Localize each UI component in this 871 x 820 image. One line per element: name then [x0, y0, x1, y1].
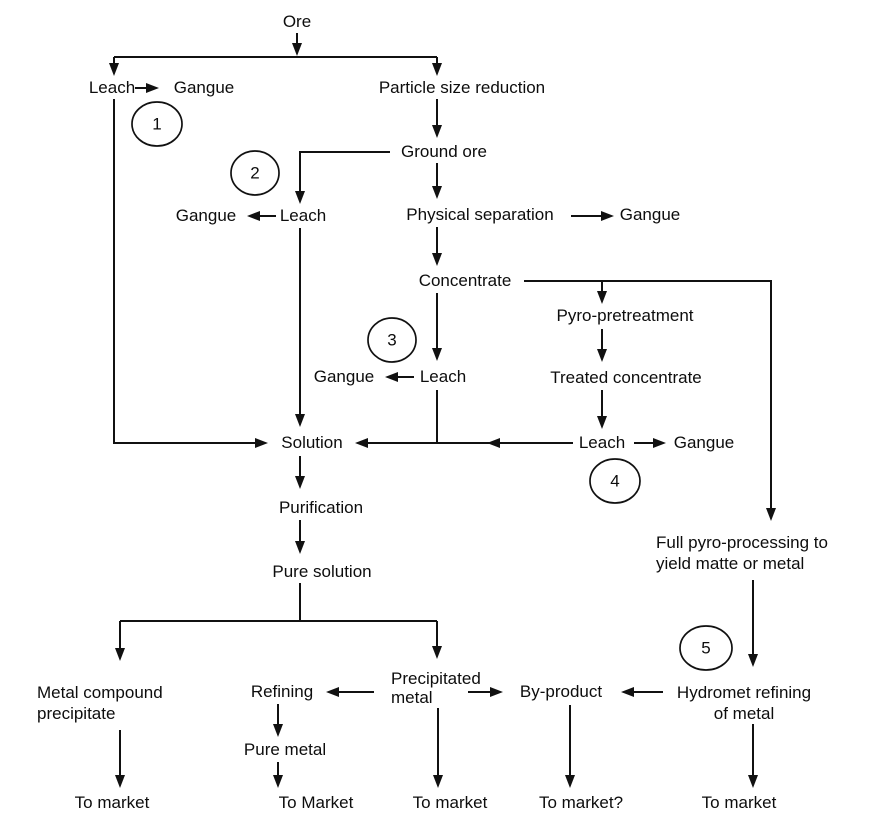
node-gangue-1: Gangue — [173, 78, 235, 97]
precipitated-line2: metal — [391, 688, 433, 707]
step-number-1: 1 — [152, 114, 162, 134]
node-gangue-2: Gangue — [175, 206, 237, 225]
node-leach-4: Leach — [578, 433, 626, 452]
hydromet-line1: Hydromet refining — [676, 683, 812, 702]
node-ground-ore: Ground ore — [401, 142, 487, 161]
precipitated-line1: Precipitated — [391, 669, 481, 688]
step-number-5: 5 — [701, 638, 711, 658]
line-puresolution-branch — [120, 583, 437, 622]
node-pure-solution: Pure solution — [272, 562, 372, 581]
full-pyro-line2: yield matte or metal — [656, 554, 805, 573]
node-to-market-3: To market — [412, 793, 488, 812]
arrow-groundore-leach2 — [295, 151, 390, 204]
arrow-concentrate-fullpyro — [524, 280, 776, 521]
node-pure-metal: Pure metal — [243, 740, 327, 759]
metal-compound-line2: precipitate — [37, 704, 116, 723]
step-number-2: 2 — [250, 163, 260, 183]
node-ore: Ore — [282, 12, 312, 31]
node-metal-compound-precipitate: Metal compound precipitate — [37, 682, 163, 724]
node-to-market-2: To Market — [278, 793, 354, 812]
full-pyro-line1: Full pyro-processing to — [656, 533, 828, 552]
node-to-market-5: To market — [701, 793, 777, 812]
step-number-4: 4 — [610, 471, 620, 491]
node-gangue-3: Gangue — [313, 367, 375, 386]
arrowhead-mid-solution — [487, 438, 500, 448]
node-physical-separation: Physical separation — [406, 205, 554, 224]
node-full-pyro-processing: Full pyro-processing to yield matte or m… — [656, 532, 828, 574]
arrow-leach1-solution — [113, 99, 268, 448]
step-circle-4 — [589, 458, 641, 504]
node-by-product: By-product — [519, 682, 603, 701]
node-refining: Refining — [250, 682, 314, 701]
node-gangue-4: Gangue — [673, 433, 735, 452]
node-to-market-1: To market — [74, 793, 150, 812]
node-treated-concentrate: Treated concentrate — [550, 368, 702, 387]
hydromet-line2: of metal — [713, 704, 775, 723]
node-gangue-physical-separation: Gangue — [619, 205, 681, 224]
node-leach-1: Leach — [88, 78, 136, 97]
node-concentrate: Concentrate — [418, 271, 512, 290]
node-leach-2: Leach — [279, 206, 327, 225]
node-particle-size-reduction: Particle size reduction — [378, 78, 546, 97]
step-number-3: 3 — [387, 330, 397, 350]
step-circle-1 — [131, 101, 183, 147]
node-pyro-pretreatment: Pyro-pretreatment — [556, 306, 694, 325]
step-circle-2 — [230, 150, 280, 196]
node-to-market-4: To market? — [538, 793, 624, 812]
node-purification: Purification — [278, 498, 364, 517]
step-circle-3 — [367, 317, 417, 363]
node-precipitated-metal: Precipitated metal — [391, 669, 481, 707]
node-solution: Solution — [281, 433, 343, 452]
metal-compound-line1: Metal compound — [37, 683, 163, 702]
node-hydromet-refining: Hydromet refining of metal — [677, 682, 811, 724]
node-leach-3: Leach — [419, 367, 467, 386]
step-circle-5 — [679, 625, 733, 671]
